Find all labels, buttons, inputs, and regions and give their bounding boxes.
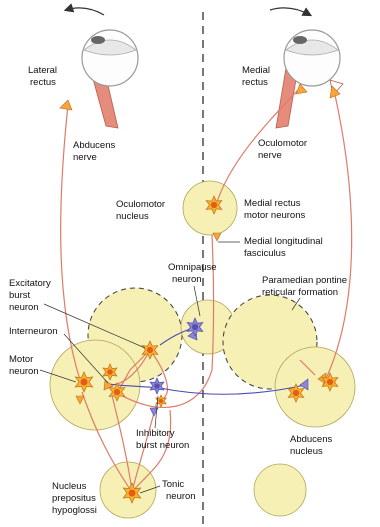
right-medial-rectus-label: Medial rectus: [242, 65, 270, 88]
svg-text:Motor: Motor: [9, 354, 33, 365]
svg-text:Oculomotor: Oculomotor: [116, 199, 165, 210]
svg-text:motor neurons: motor neurons: [244, 210, 306, 221]
right-abducens-nucleus-circle: [275, 347, 355, 427]
triangle-terminal-icon: [330, 86, 340, 98]
svg-text:reticular formation: reticular formation: [262, 287, 338, 298]
svg-text:Lateral: Lateral: [28, 65, 57, 76]
oculomotor-nucleus-label: Oculomotor nucleus: [116, 199, 165, 222]
svg-text:burst: burst: [9, 290, 30, 301]
svg-text:Abducens: Abducens: [290, 434, 333, 445]
svg-text:Abducens: Abducens: [73, 140, 116, 151]
svg-text:Medial: Medial: [242, 65, 270, 76]
medial-longitudinal-fasciculus-label: Medial longitudinal fasciculus: [218, 236, 323, 259]
svg-text:neuron: neuron: [172, 274, 202, 285]
left-lateral-rectus-label: Lateral rectus: [28, 65, 57, 88]
abducens-nucleus-label: Abducens nucleus: [290, 434, 333, 457]
svg-text:Medial rectus: Medial rectus: [244, 198, 301, 209]
svg-text:rectus: rectus: [30, 77, 56, 88]
svg-text:Medial longitudinal: Medial longitudinal: [244, 236, 323, 247]
svg-text:Nucleus: Nucleus: [52, 481, 87, 492]
nph-label: Nucleus prepositus hypoglossi: [52, 481, 97, 516]
left-abducens-nucleus-circle: [50, 340, 140, 430]
right-nph-circle: [254, 464, 306, 516]
right-rotation-arrow-icon: [270, 8, 310, 15]
svg-text:burst neuron: burst neuron: [136, 440, 189, 451]
svg-text:neuron: neuron: [9, 302, 39, 313]
right-abducens-nerve-path: [323, 95, 352, 385]
svg-text:Inhibitory: Inhibitory: [136, 428, 175, 439]
svg-text:Paramedian pontine: Paramedian pontine: [262, 275, 347, 286]
svg-text:neuron: neuron: [9, 366, 39, 377]
svg-text:Omnipause: Omnipause: [168, 262, 217, 273]
triangle-terminal-icon: [60, 100, 72, 110]
medial-rectus-motor-neurons-label: Medial rectus motor neurons: [244, 198, 306, 221]
svg-text:Excitatory: Excitatory: [9, 278, 51, 289]
triangle-terminal-icon: [213, 233, 221, 241]
svg-text:Oculomotor: Oculomotor: [258, 138, 307, 149]
svg-text:rectus: rectus: [242, 77, 268, 88]
svg-text:Tonic: Tonic: [162, 479, 184, 490]
left-eyeball-icon: [82, 30, 138, 128]
svg-text:nucleus: nucleus: [290, 446, 323, 457]
oculomotor-nerve-label: Oculomotor nerve: [258, 138, 307, 161]
right-eyeball-icon: [276, 30, 343, 128]
left-rotation-arrow-icon: [66, 8, 104, 15]
svg-text:hypoglossi: hypoglossi: [52, 505, 97, 516]
svg-text:neuron: neuron: [166, 491, 196, 502]
svg-text:Interneuron: Interneuron: [9, 326, 58, 337]
svg-text:nerve: nerve: [258, 150, 282, 161]
svg-text:prepositus: prepositus: [52, 493, 96, 504]
svg-text:fasciculus: fasciculus: [244, 248, 286, 259]
svg-text:nerve: nerve: [73, 152, 97, 163]
inhibitory-burst-neuron-star-purple-star-neuron-icon: [150, 378, 164, 394]
svg-text:nucleus: nucleus: [116, 211, 149, 222]
abducens-nerve-label: Abducens nerve: [73, 140, 116, 163]
